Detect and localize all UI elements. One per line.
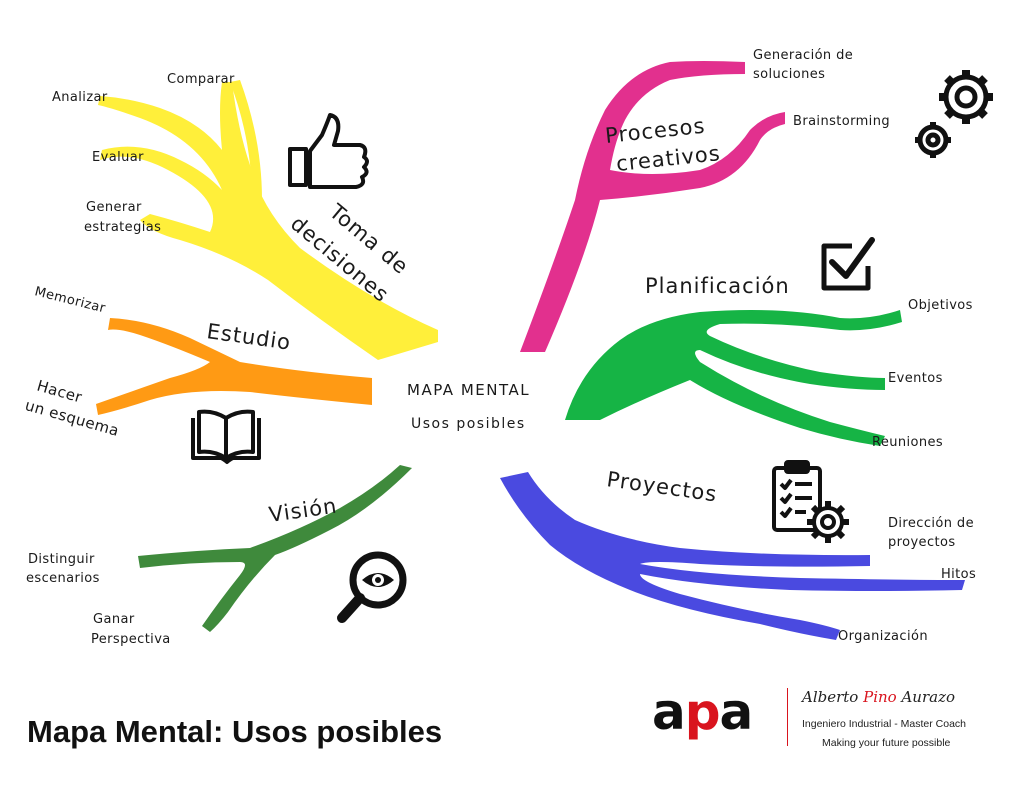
footer-title: Mapa Mental: Usos posibles (27, 714, 443, 749)
leaf-eventos: Eventos (888, 371, 943, 386)
branch-toma-shape (98, 82, 438, 360)
branch-vision: Visión Distinguir escenarios Ganar Persp… (26, 465, 412, 647)
gears-icon (915, 70, 993, 158)
brand-separator (787, 688, 788, 746)
leaf-perspectiva: Perspectiva (91, 632, 171, 647)
leaf-organizacion: Organización (838, 629, 928, 644)
thumbs-up-icon (288, 113, 369, 189)
leaf-hitos: Hitos (941, 567, 976, 582)
branch-estudio-shape (96, 318, 372, 415)
leaf-estrategias: estrategias (84, 220, 161, 235)
leaf-evaluar: Evaluar (92, 150, 144, 165)
leaf-reuniones: Reuniones (872, 435, 943, 450)
branch-proyectos: Proyectos Dirección de proyectos Hitos O… (500, 460, 976, 644)
leaf-distinguir: Distinguir (28, 552, 95, 567)
magnifier-eye-icon (337, 551, 407, 623)
branch-title-estudio: Estudio (205, 319, 292, 355)
branch-procesos-shape (520, 61, 785, 352)
leaf-soluciones: soluciones (753, 67, 825, 82)
leaf-generar: Generar (86, 200, 142, 215)
center-node: MAPA MENTAL Usos posibles (407, 381, 530, 432)
brand-slogan: Making your future possible (822, 737, 951, 749)
leaf-brainstorming: Brainstorming (793, 114, 890, 129)
clipboard-gear-icon (772, 460, 849, 543)
center-title: MAPA MENTAL (407, 381, 530, 399)
leaf-direccion-de: Dirección de (888, 516, 974, 531)
center-subtitle: Usos posibles (411, 416, 526, 432)
branch-toma-de-decisiones: Comparar Analizar Evaluar Generar estrat… (52, 72, 438, 360)
leaf-analizar: Analizar (52, 90, 108, 105)
leaf-objetivos: Objetivos (908, 298, 973, 313)
leaf-ganar: Ganar (93, 612, 135, 627)
leaf-escenarios: escenarios (26, 571, 100, 586)
branch-planificacion: Planificación Objetivos Eventos Reunione… (565, 237, 973, 450)
branch-vision-shape (138, 465, 412, 632)
leaf-proyectos: proyectos (888, 535, 956, 550)
branch-title-proyectos: Proyectos (605, 467, 718, 506)
branch-title-planificacion: Planificación (645, 274, 790, 298)
brand-signature: Alberto Pino Aurazo (802, 688, 956, 706)
brand-subtitle: Ingeniero Industrial - Master Coach (802, 718, 966, 730)
branch-proyectos-shape (500, 472, 965, 640)
leaf-memorizar: Memorizar (33, 284, 107, 316)
checkbox-icon (821, 237, 875, 291)
apa-logo: apa (652, 683, 753, 741)
leaf-comparar: Comparar (167, 72, 235, 87)
open-book-icon (191, 409, 261, 464)
brand-block: apa Alberto Pino Aurazo Ingeniero Indust… (652, 684, 992, 764)
branch-toma-twig (230, 80, 262, 200)
leaf-generacion-de: Generación de (753, 48, 853, 63)
branch-planificacion-shape (565, 310, 902, 446)
